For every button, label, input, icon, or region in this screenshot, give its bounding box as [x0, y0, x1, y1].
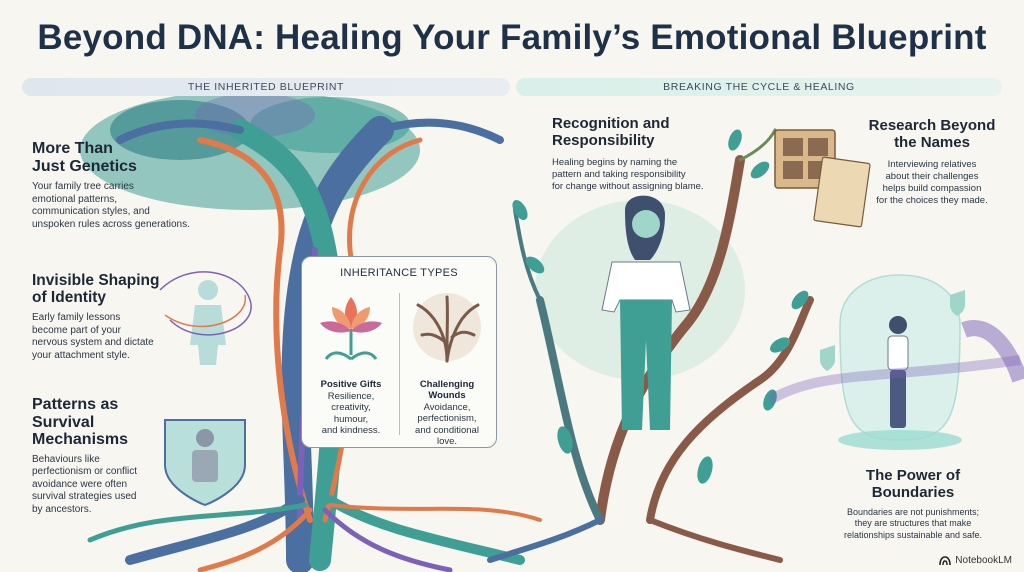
thorny-roots-icon: [413, 293, 481, 363]
section-heading: Patterns as Survival Mechanisms: [32, 396, 129, 449]
photo-album-icon: [774, 129, 871, 228]
section-body: Boundaries are not punishments; they are…: [843, 507, 983, 540]
panel-divider: [399, 293, 400, 435]
section-heading: The Power of Boundaries: [865, 467, 961, 501]
challenging-wounds-column: Challenging Wounds Avoidance, perfection…: [404, 289, 490, 447]
section-heading: Research Beyond the Names: [868, 117, 996, 151]
section-heading: More Than Just Genetics: [32, 140, 137, 175]
section-body: Behaviours like perfectionism or conflic…: [32, 453, 138, 515]
wounds-description: Avoidance, perfectionism, and conditiona…: [415, 401, 479, 448]
brand-watermark: NotebookLM: [939, 555, 1012, 566]
section-band-inherited: THE INHERITED BLUEPRINT: [22, 78, 510, 96]
section-body: Healing begins by naming the pattern and…: [552, 157, 704, 192]
woman-figure: [601, 195, 691, 430]
positive-gifts-column: Positive Gifts Resilience, creativity, h…: [308, 289, 394, 436]
section-recognition: Recognition and Responsibility Healing b…: [552, 115, 752, 193]
section-invisible-shaping: Invisible Shaping of Identity Early fami…: [32, 272, 192, 362]
section-body: Your family tree carries emotional patte…: [32, 181, 190, 230]
section-band-healing: BREAKING THE CYCLE & HEALING: [516, 78, 1002, 96]
wounds-name: Challenging Wounds: [419, 379, 475, 401]
lotus-flower-icon: [320, 297, 382, 361]
section-body: Early family lessons become part of your…: [32, 312, 154, 361]
panel-title: INHERITANCE TYPES: [340, 267, 458, 279]
boundary-dome-icon: [767, 274, 1024, 450]
section-heading: Recognition and Responsibility: [552, 115, 670, 149]
gifts-name: Positive Gifts: [320, 379, 382, 390]
inheritance-types-panel: INHERITANCE TYPES Positive Gifts Resilie…: [301, 256, 497, 448]
section-heading: Invisible Shaping of Identity: [32, 272, 160, 307]
section-research: Research Beyond the Names Interviewing r…: [852, 117, 1012, 207]
section-survival-patterns: Patterns as Survival Mechanisms Behaviou…: [32, 396, 162, 516]
section-more-than-genetics: More Than Just Genetics Your family tree…: [32, 140, 232, 231]
knight-shield-icon: [164, 419, 246, 507]
section-boundaries: The Power of Boundaries Boundaries are n…: [818, 467, 1008, 541]
brand-name: NotebookLM: [955, 555, 1012, 566]
notebooklm-logo-icon: [939, 555, 952, 565]
leaves: [512, 129, 809, 484]
tree-roots: [87, 495, 542, 572]
person-silhouette-icon: [159, 271, 252, 365]
section-body: Interviewing relatives about their chall…: [876, 159, 988, 206]
gifts-description: Resilience, creativity, humour, and kind…: [321, 390, 381, 437]
page-title: Beyond DNA: Healing Your Family’s Emotio…: [37, 18, 987, 57]
